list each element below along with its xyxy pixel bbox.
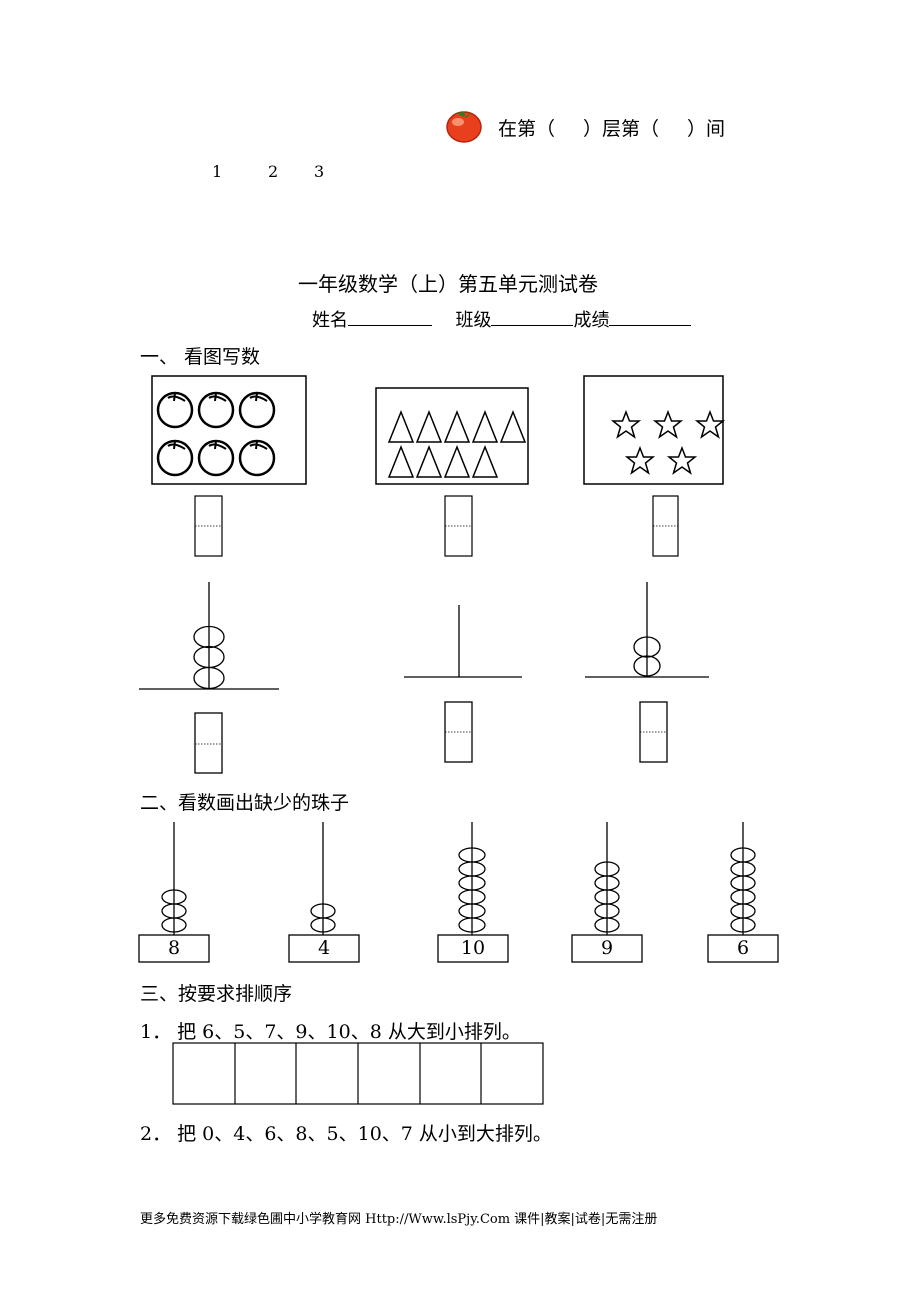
- section-3-title: 三、按要求排顺序: [140, 983, 293, 1005]
- score-label: 成绩: [573, 310, 610, 331]
- target-number-1: 8: [167, 937, 181, 959]
- target-number-2: 4: [317, 937, 331, 959]
- location-line: 在第（ ）层第（ ）间: [498, 114, 725, 141]
- triangles-picture: [375, 387, 529, 485]
- section-1-title: 一、 看图写数: [140, 346, 261, 368]
- name-label: 姓名: [312, 310, 348, 331]
- question-2: 2． 把 0、4、6、8、5、10、7 从小到大排列。: [140, 1123, 552, 1145]
- number-2: 2: [268, 162, 279, 181]
- location-mid: ）层第（: [583, 118, 660, 140]
- target-number-4: 9: [600, 937, 614, 959]
- location-suffix: ）间: [687, 118, 726, 140]
- apples-picture: [151, 375, 307, 485]
- student-info: 姓名 班级 成绩: [312, 306, 692, 332]
- section-2-title: 二、看数画出缺少的珠子: [140, 792, 350, 814]
- footer-text: 更多免费资源下载绿色圃中小学教育网 Http://Www.lsPjy.Com 课…: [140, 1212, 658, 1227]
- number-1: 1: [212, 162, 223, 181]
- class-label: 班级: [455, 310, 492, 331]
- score-blank[interactable]: [609, 307, 692, 326]
- stars-picture: [583, 375, 724, 485]
- target-number-5: 6: [736, 937, 750, 959]
- class-blank[interactable]: [491, 307, 574, 326]
- question-1: 1． 把 6、5、7、9、10、8 从大到小排列。: [140, 1021, 521, 1043]
- number-3: 3: [314, 162, 325, 181]
- name-blank[interactable]: [348, 307, 432, 326]
- target-number-3: 10: [460, 937, 486, 959]
- page-title: 一年级数学（上）第五单元测试卷: [298, 272, 598, 296]
- location-prefix: 在第（: [498, 118, 556, 140]
